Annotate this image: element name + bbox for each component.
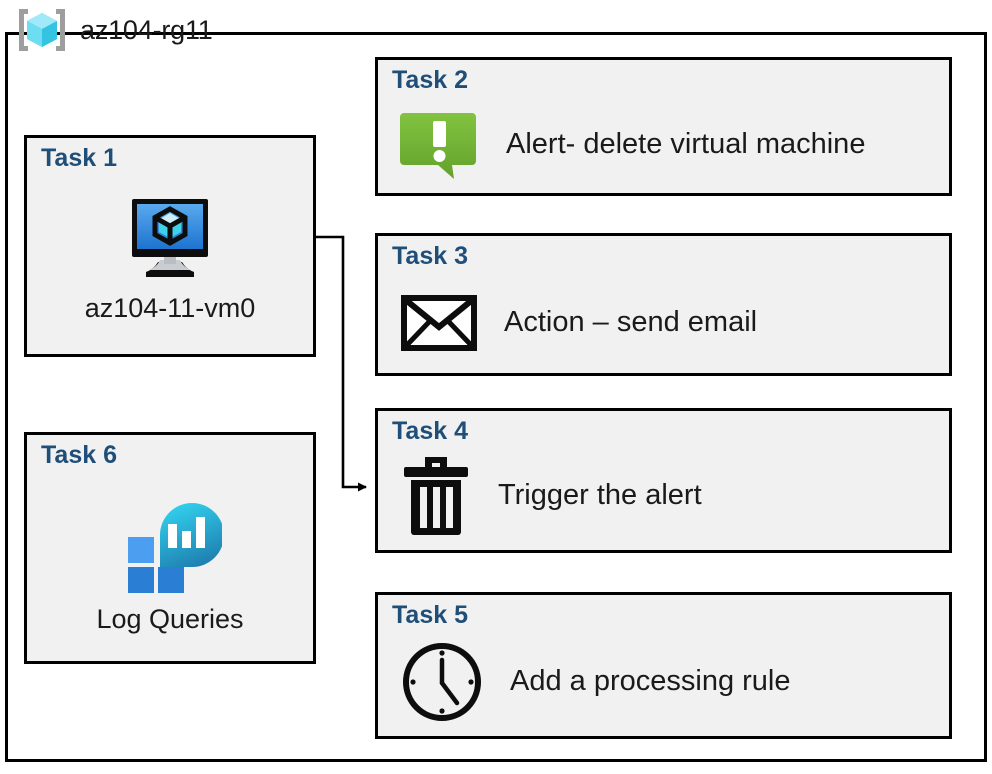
card-caption: Action – send email <box>504 306 758 338</box>
clock-icon <box>400 640 484 724</box>
card-title: Task 3 <box>392 242 468 270</box>
card-caption: az104-11-vm0 <box>84 293 256 323</box>
card-task-1[interactable]: Task 1 <box>24 135 316 357</box>
card-task-6[interactable]: Task 6 Log Queries <box>24 432 316 664</box>
trash-bin-icon <box>400 454 472 538</box>
virtual-machine-icon <box>27 196 313 280</box>
resource-group-name: az104-rg11 <box>80 14 213 45</box>
card-title: Task 4 <box>392 417 468 445</box>
card-caption: Log Queries <box>96 604 244 634</box>
card-caption: Trigger the alert <box>498 479 702 511</box>
card-caption: Add a processing rule <box>510 665 791 697</box>
card-title: Task 1 <box>41 144 117 172</box>
card-task-5[interactable]: Task 5 Add a processing rule <box>375 592 952 739</box>
resource-group-header: az104-rg11 <box>14 6 213 54</box>
card-title: Task 5 <box>392 601 468 629</box>
card-title: Task 2 <box>392 66 468 94</box>
card-title: Task 6 <box>41 441 117 469</box>
resource-group-header-notch <box>28 57 283 79</box>
alert-bubble-icon <box>400 107 480 183</box>
envelope-icon <box>400 293 478 353</box>
log-analytics-icon <box>27 493 313 597</box>
card-task-3[interactable]: Task 3 Action – send email <box>375 233 952 376</box>
card-task-2[interactable]: Task 2 Alert- delete virtual machine <box>375 57 952 196</box>
card-caption: Alert- delete virtual machine <box>506 128 866 160</box>
resource-group-cube-icon <box>14 6 70 54</box>
card-task-4[interactable]: Task 4 Trigger the alert <box>375 408 952 553</box>
resource-group-frame <box>5 32 987 762</box>
